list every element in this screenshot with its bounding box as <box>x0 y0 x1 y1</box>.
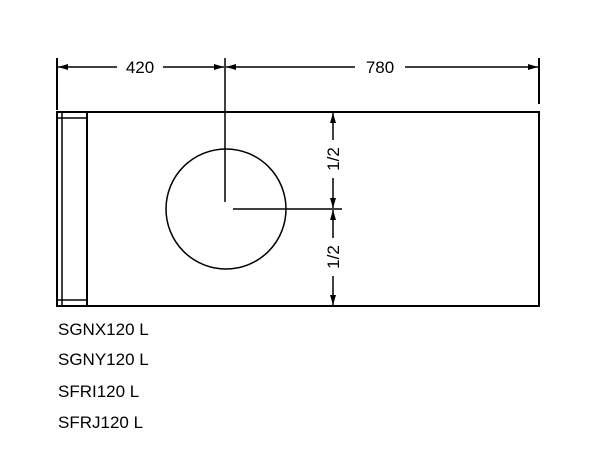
model-code: SFRI120 L <box>58 382 140 401</box>
dimension-420: 420 <box>126 58 154 77</box>
model-code: SFRJ120 L <box>58 413 144 432</box>
dimension-780: 780 <box>366 58 394 77</box>
model-code: SGNX120 L <box>58 320 149 339</box>
panel-outline <box>56 111 540 307</box>
dimension-lower-half: 1/2 <box>324 245 343 269</box>
dimension-upper-half: 1/2 <box>324 147 343 171</box>
model-code: SGNY120 L <box>58 350 149 369</box>
